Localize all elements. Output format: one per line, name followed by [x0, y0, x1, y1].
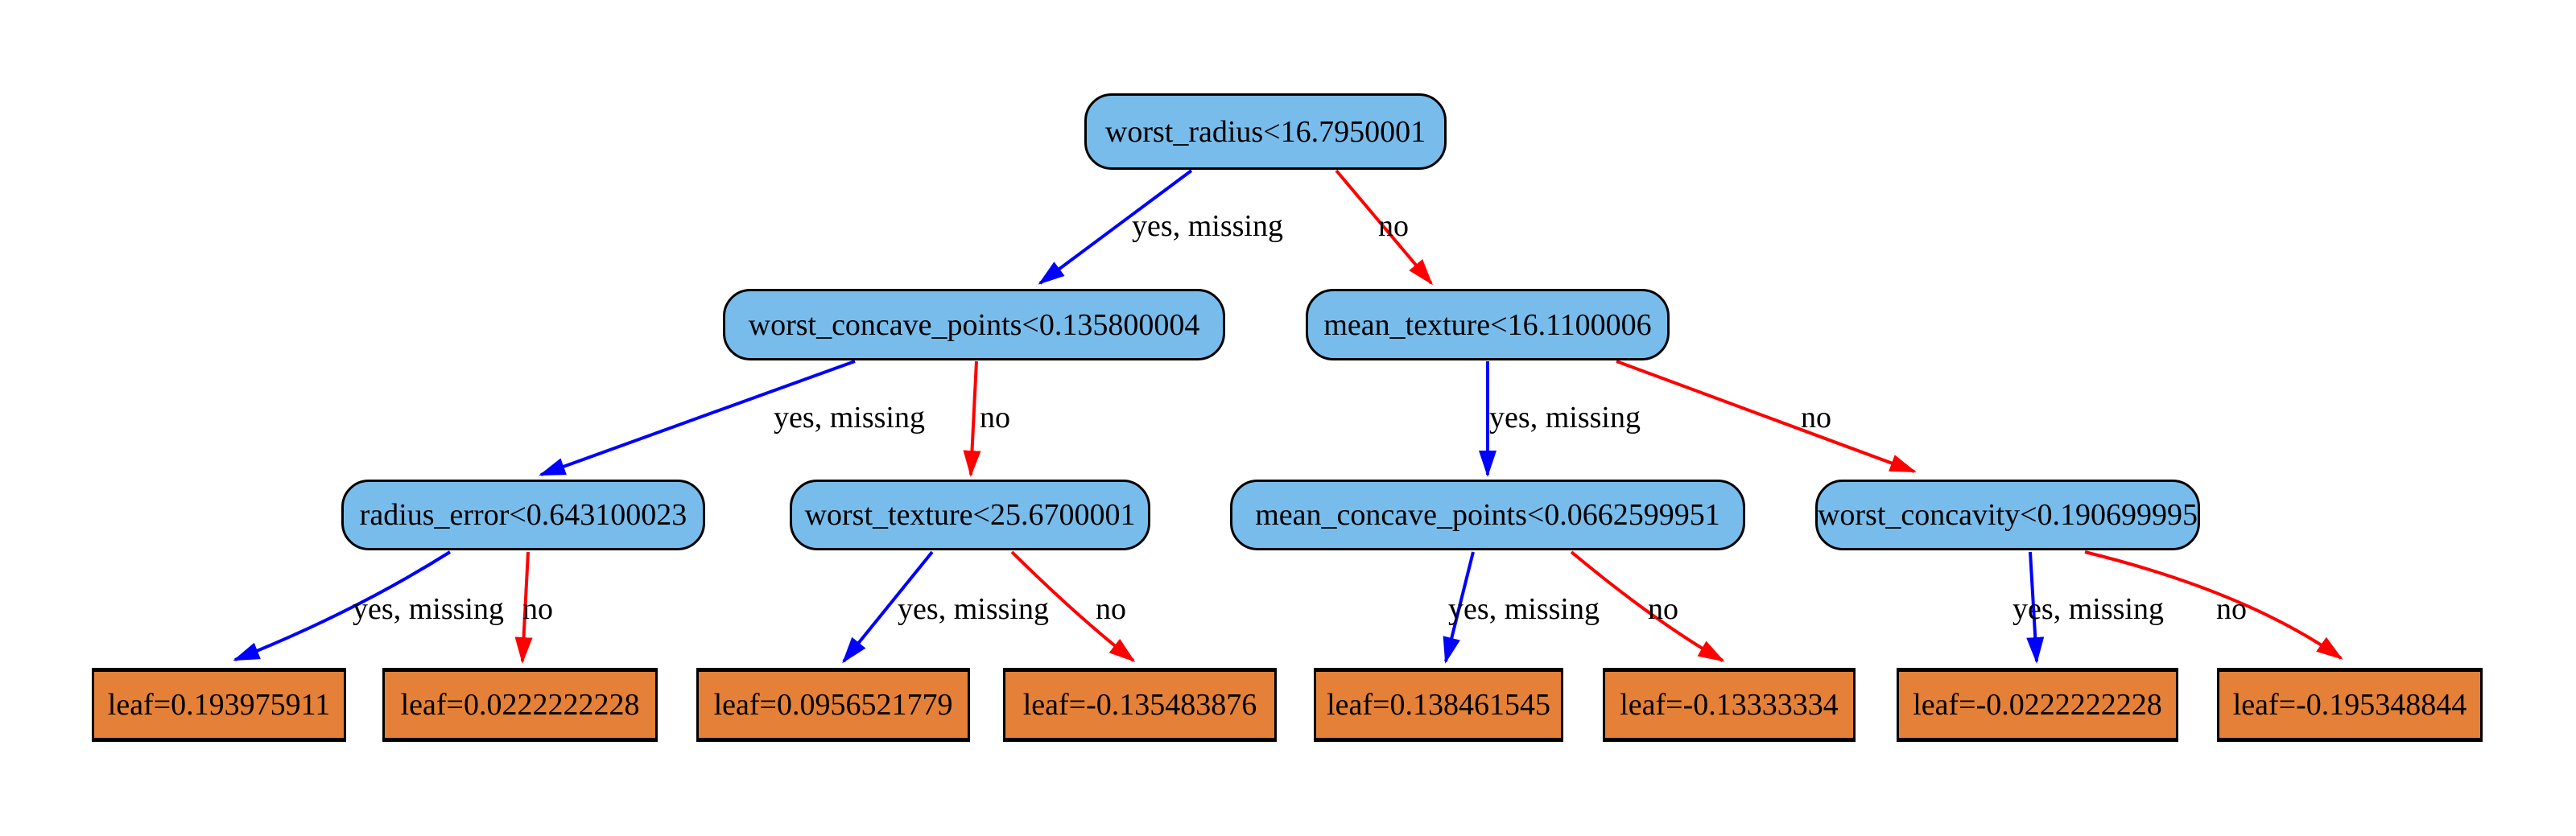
leaf-node-4: leaf=0.138461545	[1314, 668, 1563, 742]
node-worst-radius: worst_radius<16.7950001	[1084, 93, 1447, 170]
edge-label-no: no	[522, 592, 553, 626]
node-label: mean_texture<16.1100006	[1323, 307, 1652, 342]
no-edge-arrow	[514, 551, 533, 664]
leaf-label: leaf=0.0222222228	[400, 688, 640, 722]
no-edge-arrow	[1570, 550, 1725, 662]
edge-label-no: no	[1378, 209, 1409, 243]
edge-label-no: no	[1648, 592, 1678, 626]
node-worst-texture: worst_texture<25.6700001	[790, 480, 1150, 550]
node-radius-error: radius_error<0.643100023	[341, 480, 705, 550]
no-edge-arrow	[1335, 169, 1433, 286]
no-edge-arrow	[2084, 550, 2343, 660]
edge-label-yes-missing: yes, missing	[774, 401, 925, 434]
yes-edge-arrow	[233, 550, 452, 661]
leaf-node-3: leaf=-0.135483876	[1003, 668, 1277, 742]
leaf-label: leaf=-0.0222222228	[1913, 688, 2162, 722]
node-label: mean_concave_points<0.0662599951	[1255, 498, 1720, 532]
yes-edge-arrow	[2026, 551, 2045, 664]
node-worst-concave-points: worst_concave_points<0.135800004	[723, 289, 1225, 360]
leaf-node-7: leaf=-0.195348844	[2217, 668, 2483, 742]
leaf-label: leaf=-0.13333334	[1620, 688, 1839, 722]
edge-label-yes-missing: yes, missing	[1448, 592, 1600, 626]
leaf-node-6: leaf=-0.0222222228	[1897, 668, 2178, 742]
leaf-label: leaf=0.138461545	[1327, 688, 1550, 722]
node-label: worst_concave_points<0.135800004	[748, 307, 1200, 342]
leaf-node-1: leaf=0.0222222228	[382, 668, 658, 742]
node-worst-concavity: worst_concavity<0.190699995	[1815, 480, 2200, 550]
leaf-node-5: leaf=-0.13333334	[1603, 668, 1856, 742]
node-label: worst_texture<25.6700001	[804, 498, 1136, 532]
edge-label-no: no	[2216, 592, 2247, 626]
no-edge-arrow	[1616, 360, 1917, 473]
leaf-label: leaf=0.193975911	[107, 688, 331, 722]
edge-label-yes-missing: yes, missing	[353, 592, 504, 626]
leaf-label: leaf=-0.195348844	[2232, 688, 2467, 722]
edge-label-yes-missing: yes, missing	[2013, 592, 2164, 626]
no-edge-arrow	[1010, 550, 1136, 662]
yes-edge-arrow	[1443, 551, 1475, 664]
leaf-label: leaf=0.0956521779	[713, 688, 953, 722]
yes-edge-arrow	[1038, 169, 1193, 285]
edge-label-yes-missing: yes, missing	[1489, 401, 1641, 434]
leaf-label: leaf=-0.135483876	[1022, 688, 1257, 722]
no-edge-arrow	[963, 360, 981, 477]
node-label: worst_radius<16.7950001	[1104, 114, 1426, 149]
leaf-node-0: leaf=0.193975911	[92, 668, 346, 742]
node-mean-texture: mean_texture<16.1100006	[1306, 289, 1670, 360]
edge-label-no: no	[1096, 592, 1126, 626]
node-label: radius_error<0.643100023	[359, 498, 687, 532]
node-mean-concave-points: mean_concave_points<0.0662599951	[1230, 480, 1745, 550]
edge-label-no: no	[980, 401, 1010, 434]
leaf-node-2: leaf=0.0956521779	[696, 668, 970, 742]
node-label: worst_concavity<0.190699995	[1817, 498, 2198, 532]
edge-label-yes-missing: yes, missing	[1132, 209, 1283, 243]
yes-edge-arrow	[842, 550, 934, 664]
edge-label-no: no	[1801, 401, 1831, 434]
edge-label-yes-missing: yes, missing	[898, 592, 1049, 626]
yes-edge-arrow	[539, 360, 856, 476]
